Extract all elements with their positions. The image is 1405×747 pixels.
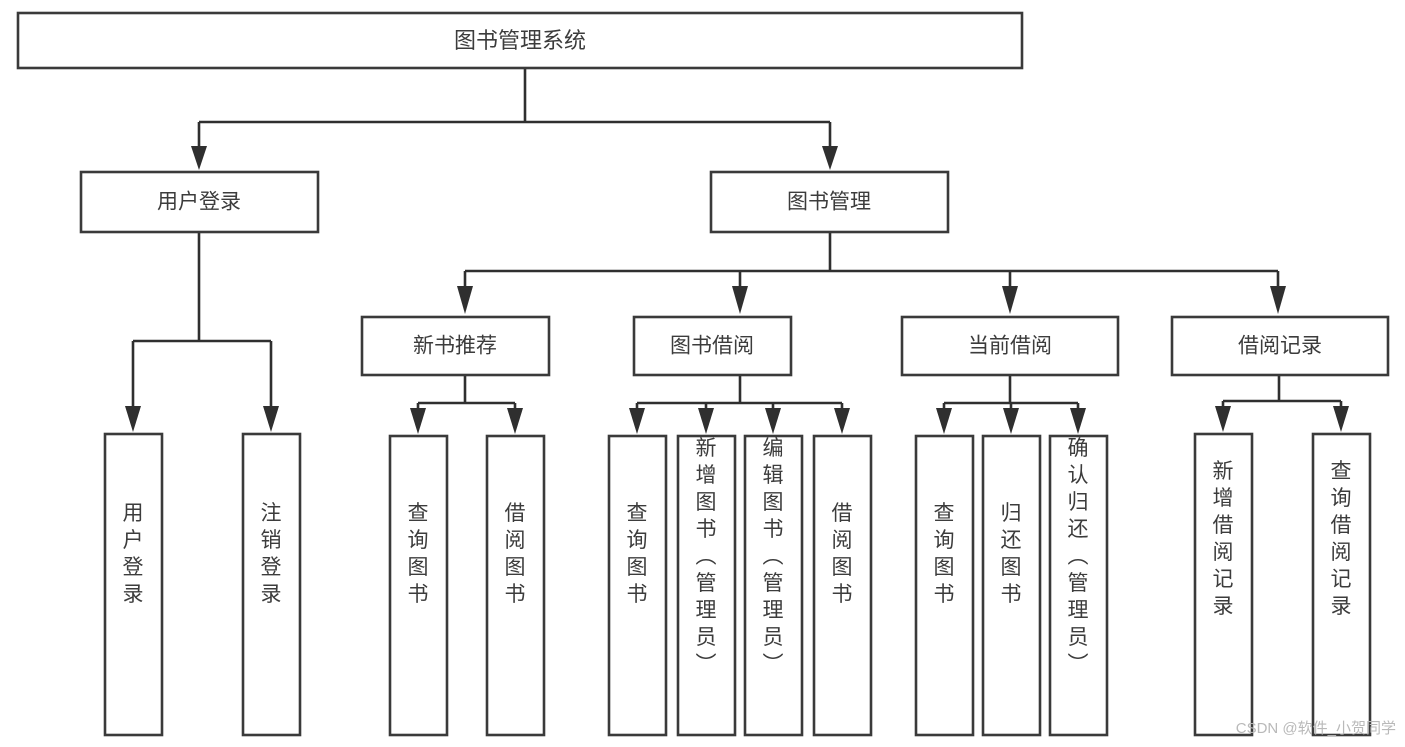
watermark-text: CSDN @软件_小贺同学 (1236, 720, 1396, 737)
connector-group-borrow-record (1215, 375, 1349, 432)
leaf-return-book[interactable]: 归还图书 (981, 434, 1042, 737)
arrow-book-manage-child-2 (732, 286, 748, 314)
leaf-logout-login-label: 注销登录 (261, 502, 282, 606)
leaf-query-book-2-label: 查询图书 (627, 502, 648, 606)
arrow-borrow-record-leaf-1 (1215, 406, 1231, 432)
arrow-current-borrow-leaf-3 (1070, 408, 1086, 434)
leaf-query-book-2-box[interactable] (607, 434, 668, 737)
leaf-query-book-1-box[interactable] (388, 434, 449, 737)
leaf-edit-book[interactable]: 编辑图书︵管理员︶ (743, 434, 804, 737)
node-book-borrow[interactable]: 图书借阅 (632, 315, 793, 377)
leaf-edit-book-label: 编辑图书︵管理员︶ (763, 437, 784, 676)
new-book-recommend-label: 新书推荐 (413, 335, 497, 358)
arrow-root-to-user-login (191, 146, 207, 170)
arrow-book-borrow-leaf-4 (834, 408, 850, 434)
leaf-query-book-3-box[interactable] (914, 434, 975, 737)
new-book-recommend-box[interactable] (360, 315, 551, 377)
leaf-edit-book-box[interactable] (743, 434, 804, 737)
arrow-book-borrow-leaf-1 (629, 408, 645, 434)
leaf-return-book-box[interactable] (981, 434, 1042, 737)
node-user-login[interactable]: 用户登录 (79, 170, 320, 234)
arrow-new-book-leaf-2 (507, 408, 523, 434)
user-login-label: 用户登录 (157, 191, 241, 214)
arrow-book-borrow-leaf-2 (698, 408, 714, 434)
leaf-add-book-label: 新增图书︵管理员︶ (696, 437, 717, 676)
connector-group-new-book-recommend (410, 375, 523, 434)
leaf-query-book-1[interactable]: 查询图书 (388, 434, 449, 737)
book-borrow-box[interactable] (632, 315, 793, 377)
current-borrow-label: 当前借阅 (968, 335, 1052, 358)
arrow-book-manage-child-4 (1270, 286, 1286, 314)
book-manage-box[interactable] (709, 170, 950, 234)
leaf-user-login[interactable]: 用户登录 (103, 432, 164, 737)
arrow-root-to-book-manage (822, 146, 838, 170)
leaf-add-book[interactable]: 新增图书︵管理员︶ (676, 434, 737, 737)
arrow-book-manage-child-3 (1002, 286, 1018, 314)
connector-group-book-manage (457, 232, 1286, 314)
arrow-new-book-leaf-1 (410, 408, 426, 434)
leaf-confirm-return-box[interactable] (1048, 434, 1109, 737)
leaf-return-book-label: 归还图书 (1001, 502, 1022, 606)
connector-group-root (191, 68, 838, 170)
node-current-borrow[interactable]: 当前借阅 (900, 315, 1120, 377)
leaf-add-record-box[interactable] (1193, 432, 1254, 737)
arrow-user-login-leaf-1 (125, 406, 141, 432)
connector-group-user-login (125, 232, 279, 432)
leaf-borrow-book-1-label: 借阅图书 (505, 502, 526, 606)
leaf-query-record-box[interactable] (1311, 432, 1372, 737)
leaf-query-book-3-label: 查询图书 (934, 502, 955, 606)
leaf-logout-login[interactable]: 注销登录 (241, 432, 302, 737)
leaf-user-login-label: 用户登录 (123, 502, 144, 606)
arrow-book-borrow-leaf-3 (765, 408, 781, 434)
leaf-query-book-1-label: 查询图书 (408, 502, 429, 606)
user-login-box[interactable] (79, 170, 320, 234)
leaf-user-login-box[interactable] (103, 432, 164, 737)
current-borrow-box[interactable] (900, 315, 1120, 377)
connector-group-book-borrow (629, 375, 850, 434)
leaf-add-record-label: 新增借阅记录 (1213, 460, 1234, 618)
arrow-borrow-record-leaf-2 (1333, 406, 1349, 432)
leaf-borrow-book-1[interactable]: 借阅图书 (485, 434, 546, 737)
leaf-confirm-return-label: 确认归还︵管理员︶ (1068, 437, 1089, 676)
arrow-current-borrow-leaf-1 (936, 408, 952, 434)
leaf-add-record[interactable]: 新增借阅记录 (1193, 432, 1254, 737)
leaf-query-book-3[interactable]: 查询图书 (914, 434, 975, 737)
node-borrow-record[interactable]: 借阅记录 (1170, 315, 1390, 377)
arrow-current-borrow-leaf-2 (1003, 408, 1019, 434)
borrow-record-box[interactable] (1170, 315, 1390, 377)
node-root[interactable]: 图书管理系统 (16, 11, 1024, 70)
node-new-book-recommend[interactable]: 新书推荐 (360, 315, 551, 377)
connector-group-current-borrow (936, 375, 1086, 434)
leaf-logout-login-box[interactable] (241, 432, 302, 737)
leaf-borrow-book-1-box[interactable] (485, 434, 546, 737)
arrow-book-manage-child-1 (457, 286, 473, 314)
leaf-borrow-book-2[interactable]: 借阅图书 (812, 434, 873, 737)
borrow-record-label: 借阅记录 (1238, 335, 1322, 358)
leaf-query-record-label: 查询借阅记录 (1331, 460, 1352, 618)
book-borrow-label: 图书借阅 (670, 335, 754, 358)
arrow-user-login-leaf-2 (263, 406, 279, 432)
book-manage-label: 图书管理 (787, 191, 871, 214)
leaf-query-book-2[interactable]: 查询图书 (607, 434, 668, 737)
node-book-manage[interactable]: 图书管理 (709, 170, 950, 234)
root-box[interactable] (16, 11, 1024, 70)
leaf-borrow-book-2-label: 借阅图书 (832, 502, 853, 606)
leaf-query-record[interactable]: 查询借阅记录 (1311, 432, 1372, 737)
root-label: 图书管理系统 (454, 28, 586, 53)
leaf-borrow-book-2-box[interactable] (812, 434, 873, 737)
leaf-confirm-return[interactable]: 确认归还︵管理员︶ (1048, 434, 1109, 737)
leaf-add-book-box[interactable] (676, 434, 737, 737)
